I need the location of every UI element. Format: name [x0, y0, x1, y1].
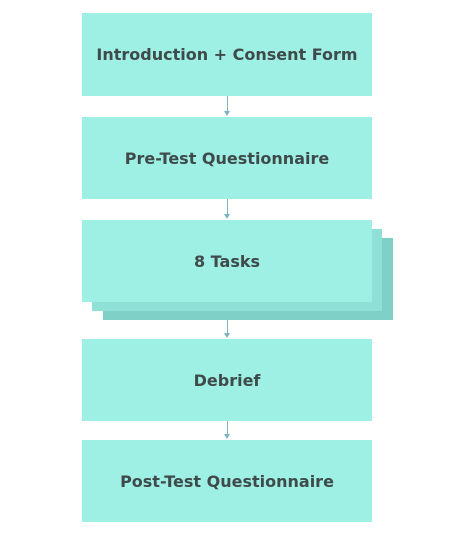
step-label: Introduction + Consent Form: [96, 45, 358, 64]
step-label: Debrief: [193, 370, 261, 390]
step-introduction-consent: Introduction + Consent Form: [82, 13, 372, 96]
arrow-head-icon: [224, 111, 230, 116]
arrow-head-icon: [224, 214, 230, 219]
step-post-test-questionnaire: Post-Test Questionnaire: [82, 440, 372, 522]
arrow-head-icon: [224, 434, 230, 439]
arrow-head-icon: [224, 333, 230, 338]
step-label: Pre-Test Questionnaire: [124, 148, 330, 168]
connector-arrow: [227, 421, 228, 435]
step-label: Post-Test Questionnaire: [120, 471, 334, 491]
step-debrief: Debrief: [82, 339, 372, 421]
step-pre-test-questionnaire: Pre-Test Questionnaire: [82, 117, 372, 199]
step-label: 8 Tasks: [193, 251, 261, 271]
connector-arrow: [227, 96, 228, 112]
step-tasks: 8 Tasks: [82, 220, 372, 302]
connector-arrow: [227, 199, 228, 215]
connector-arrow: [227, 320, 228, 334]
